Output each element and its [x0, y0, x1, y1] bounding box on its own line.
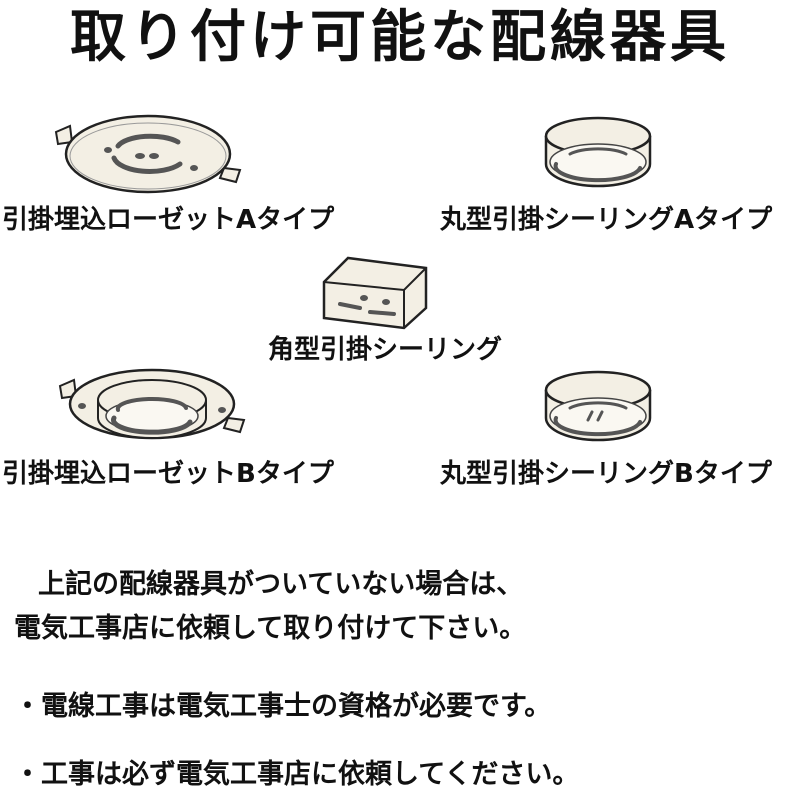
rosette-a-label: 引掛埋込ローゼットAタイプ — [2, 205, 335, 235]
ceiling-square-illustration — [322, 256, 428, 330]
rosette-b-label: 引掛埋込ローゼットBタイプ — [2, 459, 334, 489]
ceiling-round-b-illustration — [544, 370, 652, 442]
ceiling-square-label: 角型引掛シーリング — [268, 335, 503, 365]
note-line-2: 電気工事店に依頼して取り付けて下さい。 — [14, 613, 527, 644]
ceiling-round-b-label: 丸型引掛シーリングBタイプ — [440, 459, 772, 489]
page-title: 取り付け可能な配線器具 — [70, 5, 730, 70]
rosette-b-illustration — [58, 368, 246, 440]
rosette-a-illustration — [54, 114, 242, 194]
note-bullet-1: ・電線工事は電気工事士の資格が必要です。 — [14, 691, 552, 722]
note-line-1: 上記の配線器具がついていない場合は、 — [38, 569, 524, 600]
note-bullet-2: ・工事は必ず電気工事店に依頼してください。 — [14, 759, 580, 790]
ceiling-round-a-illustration — [544, 116, 652, 188]
ceiling-round-a-label: 丸型引掛シーリングAタイプ — [440, 205, 773, 235]
